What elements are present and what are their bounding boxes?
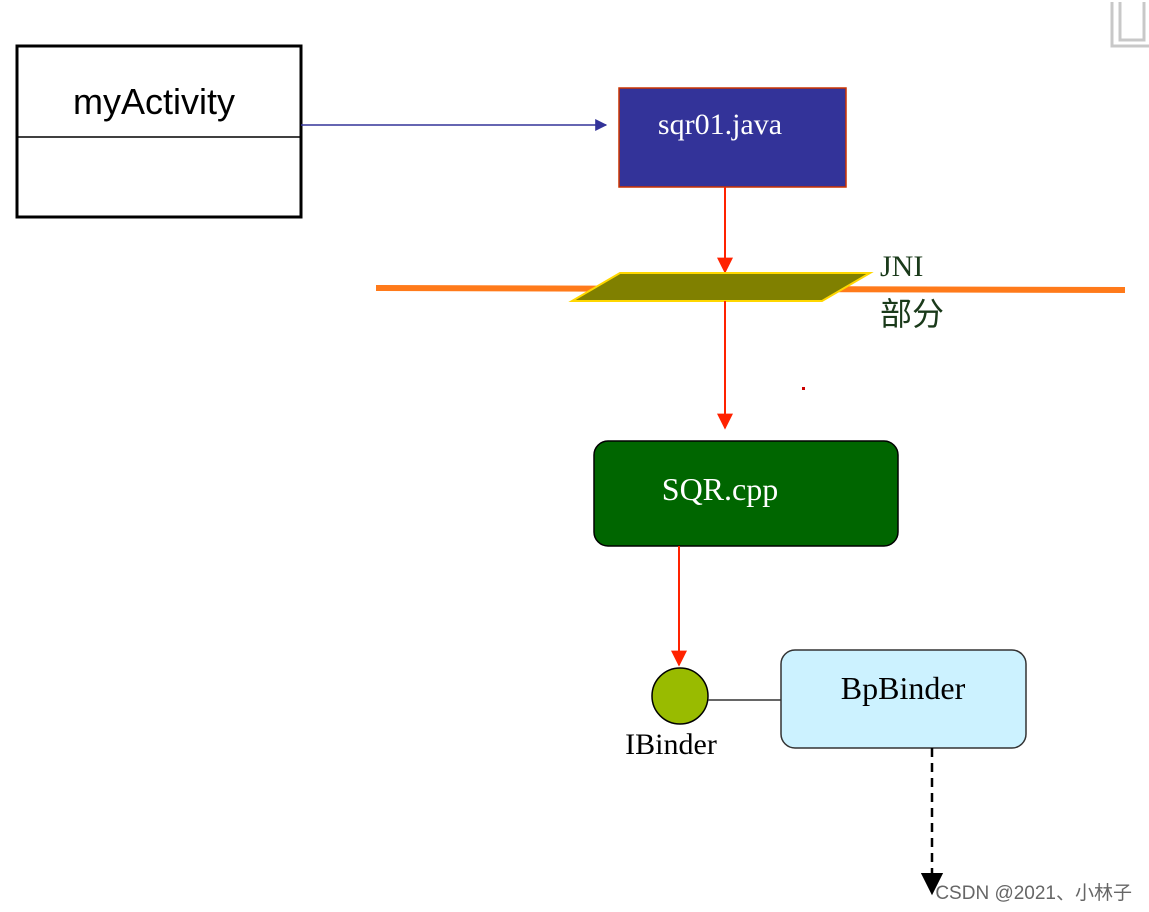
sqr-cpp-node: SQR.cpp <box>593 440 899 547</box>
ibinder-label: IBinder <box>625 728 717 761</box>
my-activity-node: myActivity <box>15 44 303 219</box>
sqr-cpp-box <box>593 440 899 547</box>
bpbinder-node: BpBinder <box>780 649 1027 749</box>
sqr01-java-node: sqr01.java <box>618 87 847 188</box>
my-activity-label: myActivity <box>73 81 235 122</box>
bpbinder-label: BpBinder <box>841 670 966 706</box>
stray-dot <box>802 387 805 390</box>
jni-plate <box>568 272 874 302</box>
sqr-cpp-label: SQR.cpp <box>662 471 778 507</box>
csdn-watermark: CSDN @2021、小林子 <box>935 882 1132 904</box>
ibinder-interface-circle <box>651 667 709 725</box>
jni-label-line1: JNI <box>880 250 923 283</box>
corner-decoration <box>1110 2 1149 48</box>
bpbinder-box <box>780 649 1027 749</box>
jni-label-line2: 部分 <box>880 296 944 332</box>
sqr01-java-box <box>618 87 847 188</box>
sqr01-java-label: sqr01.java <box>658 108 782 141</box>
